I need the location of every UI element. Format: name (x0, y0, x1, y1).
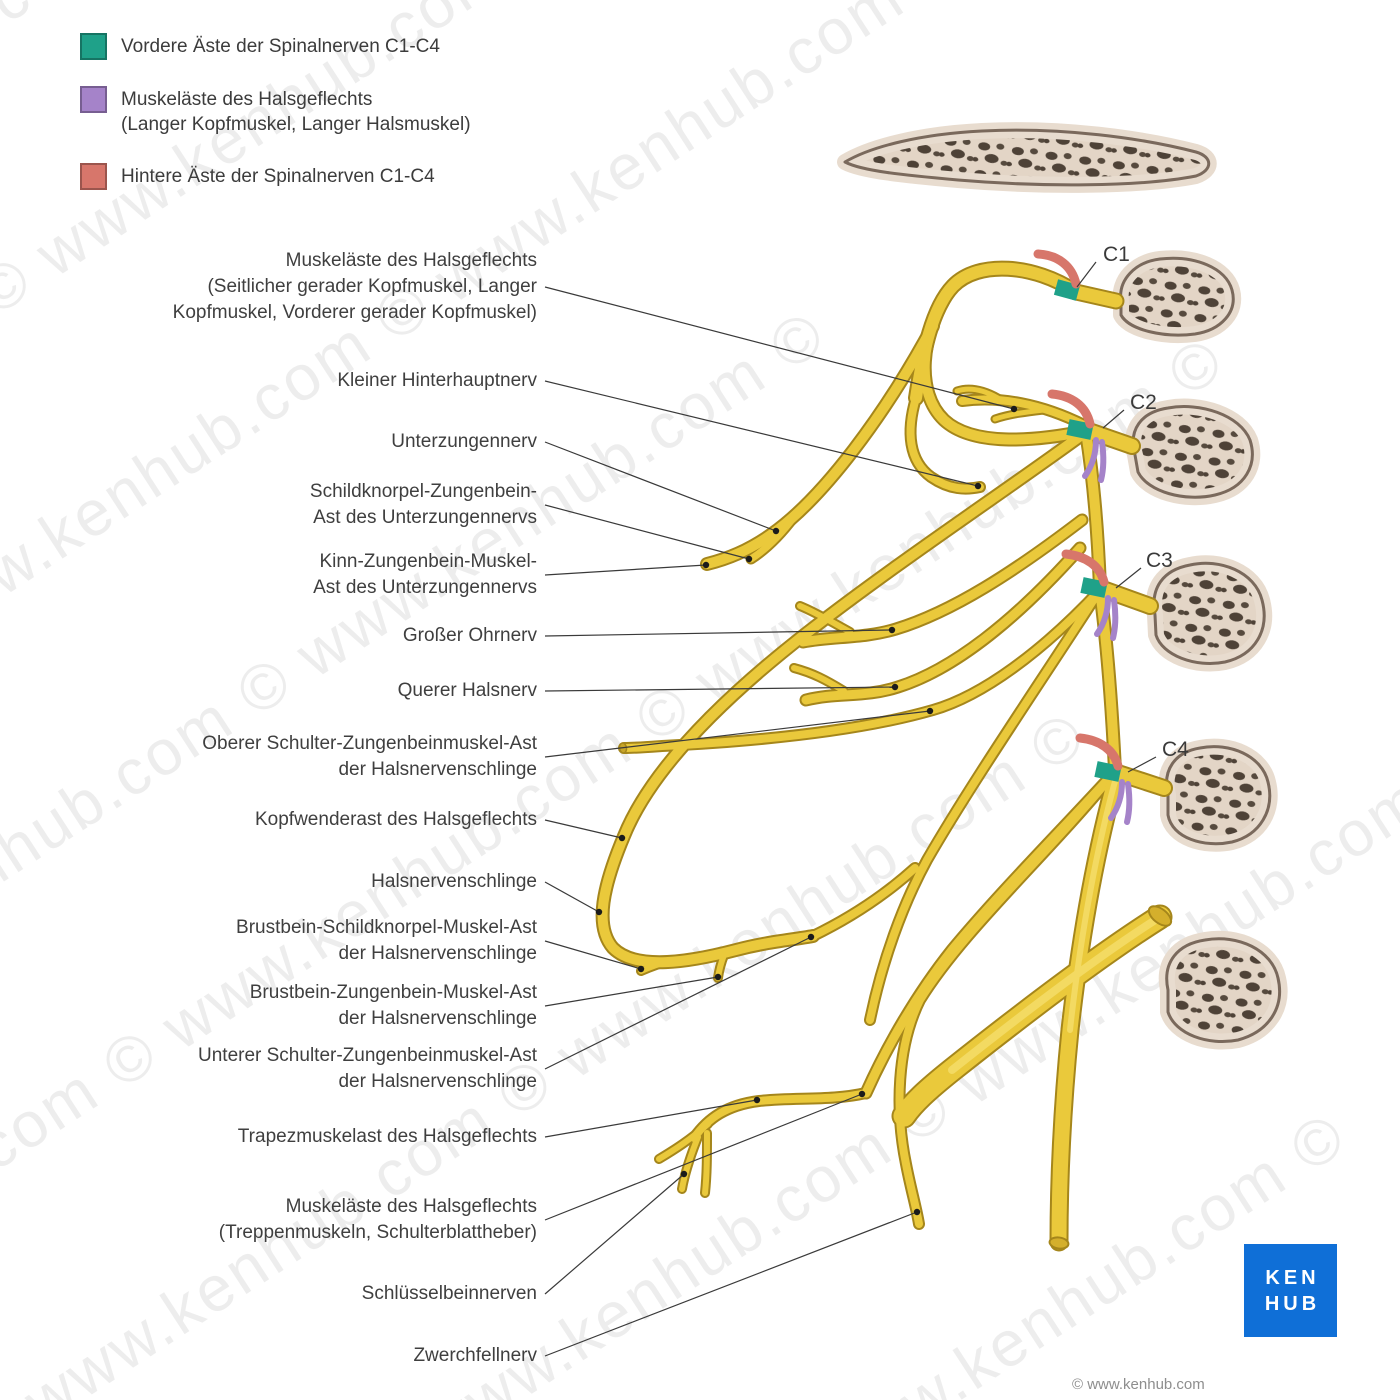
hypoglossal-nerve-path (707, 326, 933, 564)
c3-descending-path (870, 590, 1100, 1020)
muscular-branch-c3-marker (1110, 597, 1119, 641)
label-brustbein-zungenbein-muskel-ast: Brustbein-Zungenbein-Muskel-Ast der Hals… (249, 982, 537, 1029)
label-querer-halsnerv: Querer Halsnerv (397, 680, 537, 701)
leader-lines (544, 261, 1157, 1357)
vertebra-label-c2: C2 (1130, 391, 1157, 414)
kenhub-logo: KEN HUB (1244, 1244, 1337, 1337)
muscular-branch-c2-marker (1082, 437, 1099, 479)
label-kleiner-hinterhauptnerv: Kleiner Hinterhauptnerv (337, 370, 537, 391)
legend-item-posterior-rami: Hintere Äste der Spinalnerven C1-C4 (80, 163, 471, 190)
legend: Vordere Äste der Spinalnerven C1-C4 Musk… (80, 33, 471, 190)
label-unterer-schulter-zungenbeinmuskel-ast: Unterer Schulter-Zungenbeinmuskel-Ast de… (198, 1045, 537, 1092)
anterior-ramus-c3-marker (1080, 577, 1108, 598)
label-zwerchfellnerv: Zwerchfellnerv (413, 1345, 537, 1366)
nerve-branch-path (705, 1133, 707, 1193)
vertebra-label-c1: C1 (1103, 243, 1130, 266)
nerve-network (603, 269, 1164, 1242)
legend-swatch-salmon (80, 163, 107, 190)
anterior-ramus-c1-marker (1053, 279, 1081, 301)
vertebra-label-c3: C3 (1146, 549, 1173, 572)
legend-item-anterior-rami: Vordere Äste der Spinalnerven C1-C4 (80, 33, 471, 60)
label-schildknorpel-zungenbein-ast: Schildknorpel-Zungenbein- Ast des Unterz… (309, 481, 537, 528)
label-grosser-ohrnerv: Großer Ohrnerv (402, 625, 537, 646)
label-trapezmuskelast: Trapezmuskelast des Halsgeflechts (237, 1126, 537, 1147)
c1-arch-path (916, 269, 1076, 398)
legend-swatch-purple (80, 86, 107, 113)
trunk-highlight (1067, 771, 1120, 1033)
label-oberer-schulter-zungenbeinmuskel-ast: Oberer Schulter-Zungenbeinmuskel-Ast der… (202, 733, 537, 780)
label-schluesselbeinnerven: Schlüsselbeinnerven (361, 1283, 537, 1304)
legend-label: Muskeläste des Halsgeflechts (Langer Kop… (121, 89, 471, 135)
legend-swatch-green (80, 33, 107, 60)
label-muskelaeste-treppenmuskeln: Muskeläste des Halsgeflechts (Treppenmus… (218, 1196, 537, 1243)
muscular-branch-c2-marker (1098, 439, 1107, 483)
root-accents (1033, 249, 1133, 825)
posterior-ramus-c1-marker (1033, 249, 1081, 289)
label-kopfwenderast: Kopfwenderast des Halsgeflechts (255, 809, 537, 830)
muscular-branch-c4-marker (1108, 779, 1125, 821)
copyright-text: © www.kenhub.com (1072, 1376, 1205, 1393)
anterior-ramus-c4-marker (1094, 761, 1122, 782)
kenhub-logo-text: HUB (1264, 1292, 1321, 1315)
vertebra-label-c4: C4 (1162, 738, 1189, 761)
label-unterzungennerv: Unterzungennerv (391, 431, 537, 452)
nerve-cut-ends (618, 742, 1173, 1250)
legend-label: Hintere Äste der Spinalnerven C1-C4 (121, 166, 435, 187)
legend-label: Vordere Äste der Spinalnerven C1-C4 (121, 36, 440, 57)
label-kinn-zungenbein-muskel-ast: Kinn-Zungenbein-Muskel- Ast des Unterzun… (313, 551, 537, 598)
label-muskelaeste-kopfmuskeln: Muskeläste des Halsgeflechts (Seitlicher… (172, 250, 537, 323)
supraclavicular-nerves-path (694, 1093, 866, 1138)
label-brustbein-schildknorpel-muskel-ast: Brustbein-Schildknorpel-Muskel-Ast der H… (236, 917, 537, 964)
posterior-ramus-c2-marker (1047, 389, 1095, 429)
posterior-ramus-c4-marker (1075, 733, 1123, 771)
posterior-ramus-c3-marker (1061, 549, 1109, 587)
muscular-branch-c3-marker (1094, 595, 1111, 637)
legend-item-muscular-branches: Muskeläste des Halsgeflechts (Langer Kop… (80, 86, 471, 137)
trunk-highlight (948, 913, 1164, 1074)
c1-root-path (1076, 292, 1116, 301)
anterior-ramus-c2-marker (1066, 419, 1094, 440)
label-halsnervenschlinge: Halsnervenschlinge (371, 871, 537, 892)
muscular-branch-c4-marker (1124, 781, 1133, 825)
kenhub-logo-text: KEN (1265, 1266, 1320, 1289)
